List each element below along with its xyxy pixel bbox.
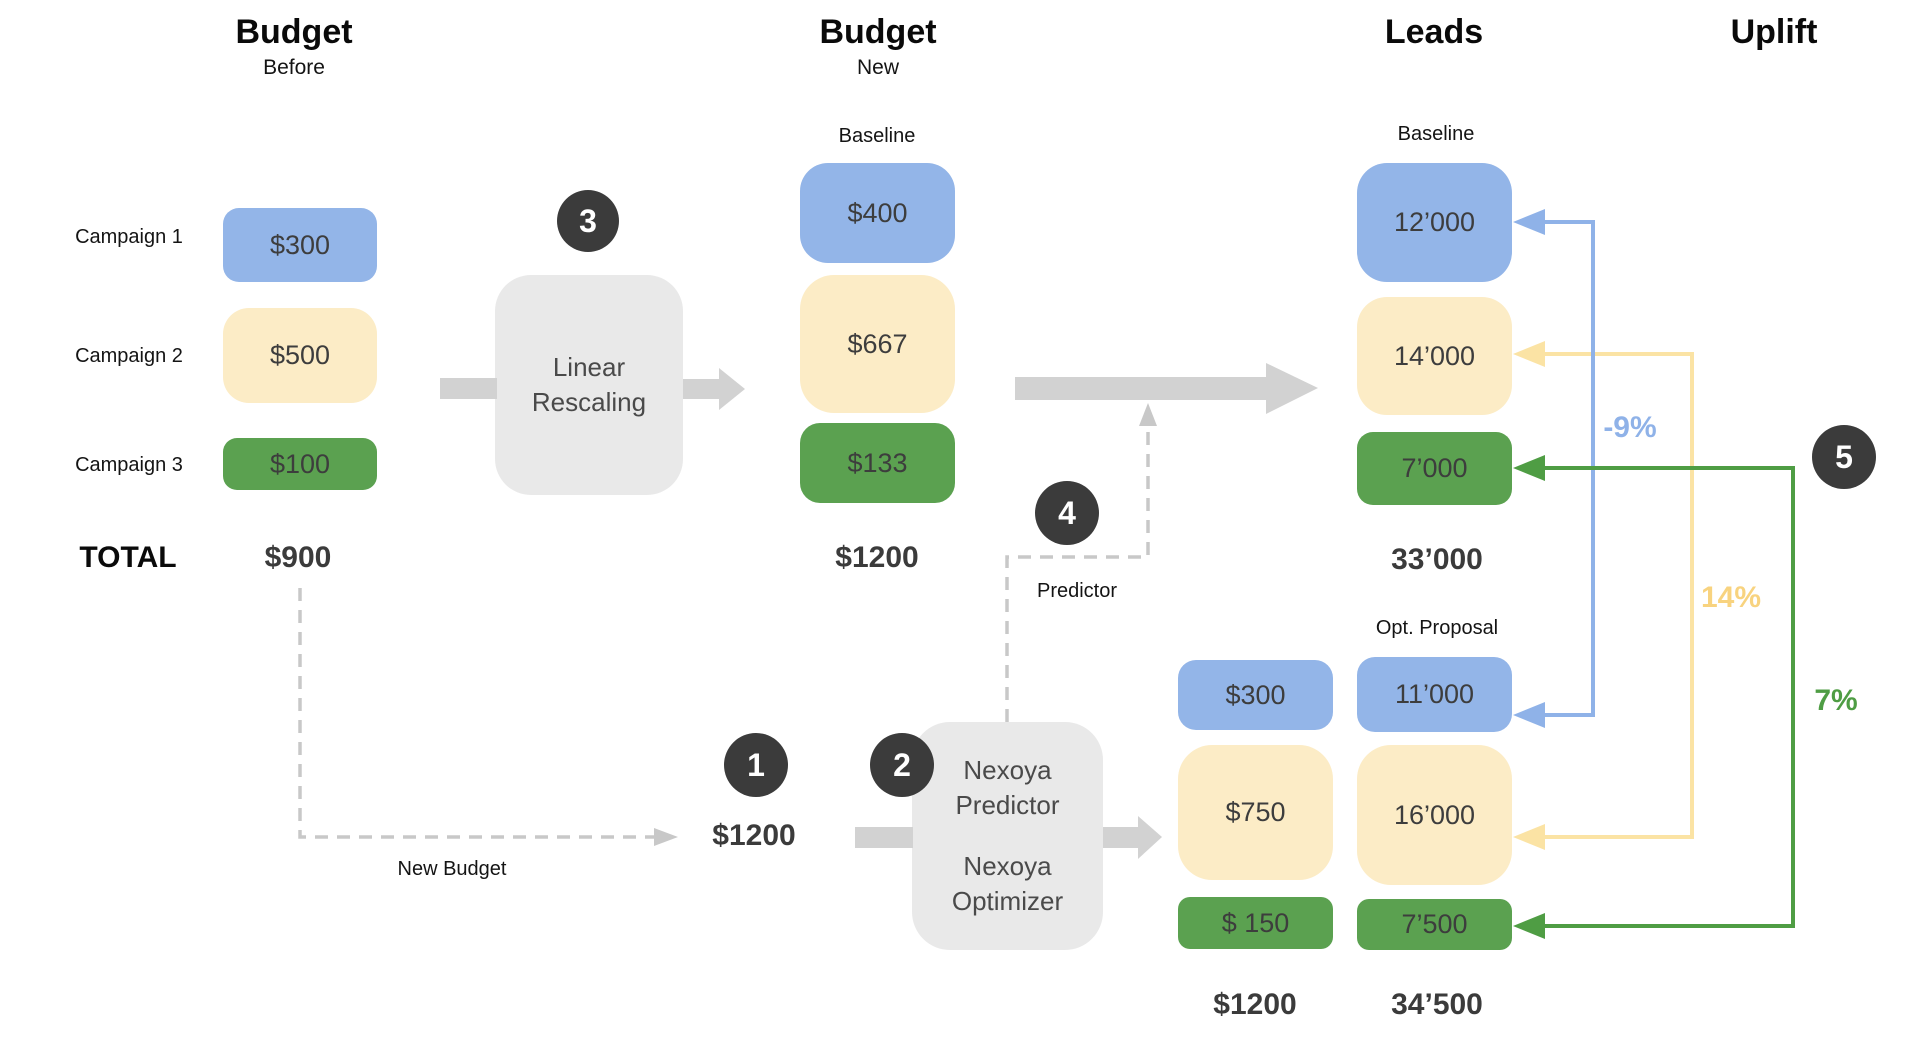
arrow-optimizer-to-proposal (1103, 816, 1162, 859)
leads-proposal-box-campaign3: 7’500 (1357, 899, 1512, 950)
budget-proposal-value-3: $ 150 (1221, 907, 1290, 938)
linear-rescaling-node: Linear Rescaling (495, 275, 683, 495)
budget-proposal-total: $1200 (1213, 988, 1297, 1021)
budget-before-value-1: $300 (269, 229, 331, 260)
budget-proposal-value-2: $750 (1225, 797, 1286, 827)
leads-proposal-value-2: 16’000 (1393, 799, 1476, 830)
arrow-new-to-leads (1015, 363, 1318, 414)
campaign-2-label: Campaign 2 (75, 345, 183, 367)
leads-baseline-total: 33’000 (1391, 543, 1483, 576)
budget-new-total: $1200 (835, 541, 919, 574)
budget-new-value-3: $133 (847, 447, 908, 478)
header-budget-new-subtitle: New (856, 56, 899, 79)
budget-proposal-box-campaign1: $300 (1178, 660, 1333, 730)
budget-before-box-campaign2: $500 (223, 308, 377, 403)
leads-proposal-group-label: Opt. Proposal (1375, 617, 1499, 639)
step-badge-1: 1 (724, 733, 788, 797)
leads-baseline-box-campaign3: 7’000 (1357, 432, 1512, 505)
linear-rescaling-label: Linear Rescaling (531, 351, 647, 417)
arrow-rescaling-to-new (683, 368, 745, 410)
leads-baseline-value-3: 7’000 (1401, 453, 1468, 483)
nexoya-node: Nexoya Predictor Nexoya Optimizer (912, 722, 1103, 950)
step-badge-3: 3 (557, 190, 619, 252)
header-leads: Leads (1384, 13, 1484, 51)
nexoya-predictor-label: Nexoya Predictor (955, 754, 1060, 820)
leads-baseline-box-campaign1: 12’000 (1357, 163, 1512, 282)
campaign-3-label: Campaign 3 (75, 454, 183, 476)
leads-proposal-box-campaign1: 11’000 (1357, 657, 1512, 732)
arrow-into-optimizer (855, 827, 913, 848)
uplift-value-campaign2: 14% (1700, 581, 1762, 614)
budget-new-value-2: $667 (847, 328, 908, 359)
predictor-label: Predictor (1036, 580, 1118, 602)
header-budget-new: Budget (819, 13, 937, 51)
budget-proposal-box-campaign3: $ 150 (1178, 897, 1333, 949)
new-budget-total: $1200 (712, 819, 796, 852)
budget-proposal-value-1: $300 (1225, 679, 1286, 710)
leads-proposal-box-campaign2: 16’000 (1357, 745, 1512, 885)
header-budget-before-subtitle: Before (263, 56, 325, 79)
dashed-new-budget-path (298, 588, 678, 846)
leads-proposal-value-3: 7’500 (1401, 909, 1468, 939)
budget-new-box-campaign3: $133 (800, 423, 955, 503)
budget-before-value-3: $100 (269, 448, 331, 479)
uplift-line-campaign3 (1513, 455, 1795, 939)
budget-new-value-1: $400 (847, 197, 908, 228)
leads-baseline-value-1: 12’000 (1393, 207, 1476, 237)
budget-before-box-campaign1: $300 (223, 208, 377, 282)
budget-before-box-campaign3: $100 (223, 438, 377, 490)
nexoya-optimizer-label: Nexoya Optimizer (951, 851, 1064, 917)
step-badge-2: 2 (870, 733, 934, 797)
leads-proposal-total: 34’500 (1391, 988, 1483, 1021)
budget-new-box-campaign1: $400 (800, 163, 955, 263)
header-budget-before: Budget (235, 13, 353, 51)
budget-proposal-box-campaign2: $750 (1178, 745, 1333, 880)
total-row-label: TOTAL (79, 541, 177, 574)
leads-baseline-box-campaign2: 14’000 (1357, 297, 1512, 415)
budget-new-group-label: Baseline (838, 125, 916, 147)
uplift-value-campaign1: -9% (1603, 411, 1657, 444)
leads-baseline-group-label: Baseline (1397, 123, 1475, 145)
budget-new-box-campaign2: $667 (800, 275, 955, 413)
step-badge-5: 5 (1812, 425, 1876, 489)
step-badge-4: 4 (1035, 481, 1099, 545)
new-budget-label: New Budget (397, 858, 507, 880)
uplift-line-campaign1 (1513, 209, 1595, 728)
uplift-value-campaign3: 7% (1814, 684, 1858, 717)
leads-baseline-value-2: 14’000 (1393, 340, 1476, 371)
budget-before-total: $900 (264, 541, 332, 574)
leads-proposal-value-1: 11’000 (1394, 679, 1475, 709)
campaign-1-label: Campaign 1 (75, 226, 183, 248)
arrow-before-to-rescaling (440, 378, 497, 399)
header-uplift: Uplift (1730, 13, 1818, 51)
dashed-predictor-path (1005, 403, 1157, 722)
budget-before-value-2: $500 (269, 340, 331, 370)
